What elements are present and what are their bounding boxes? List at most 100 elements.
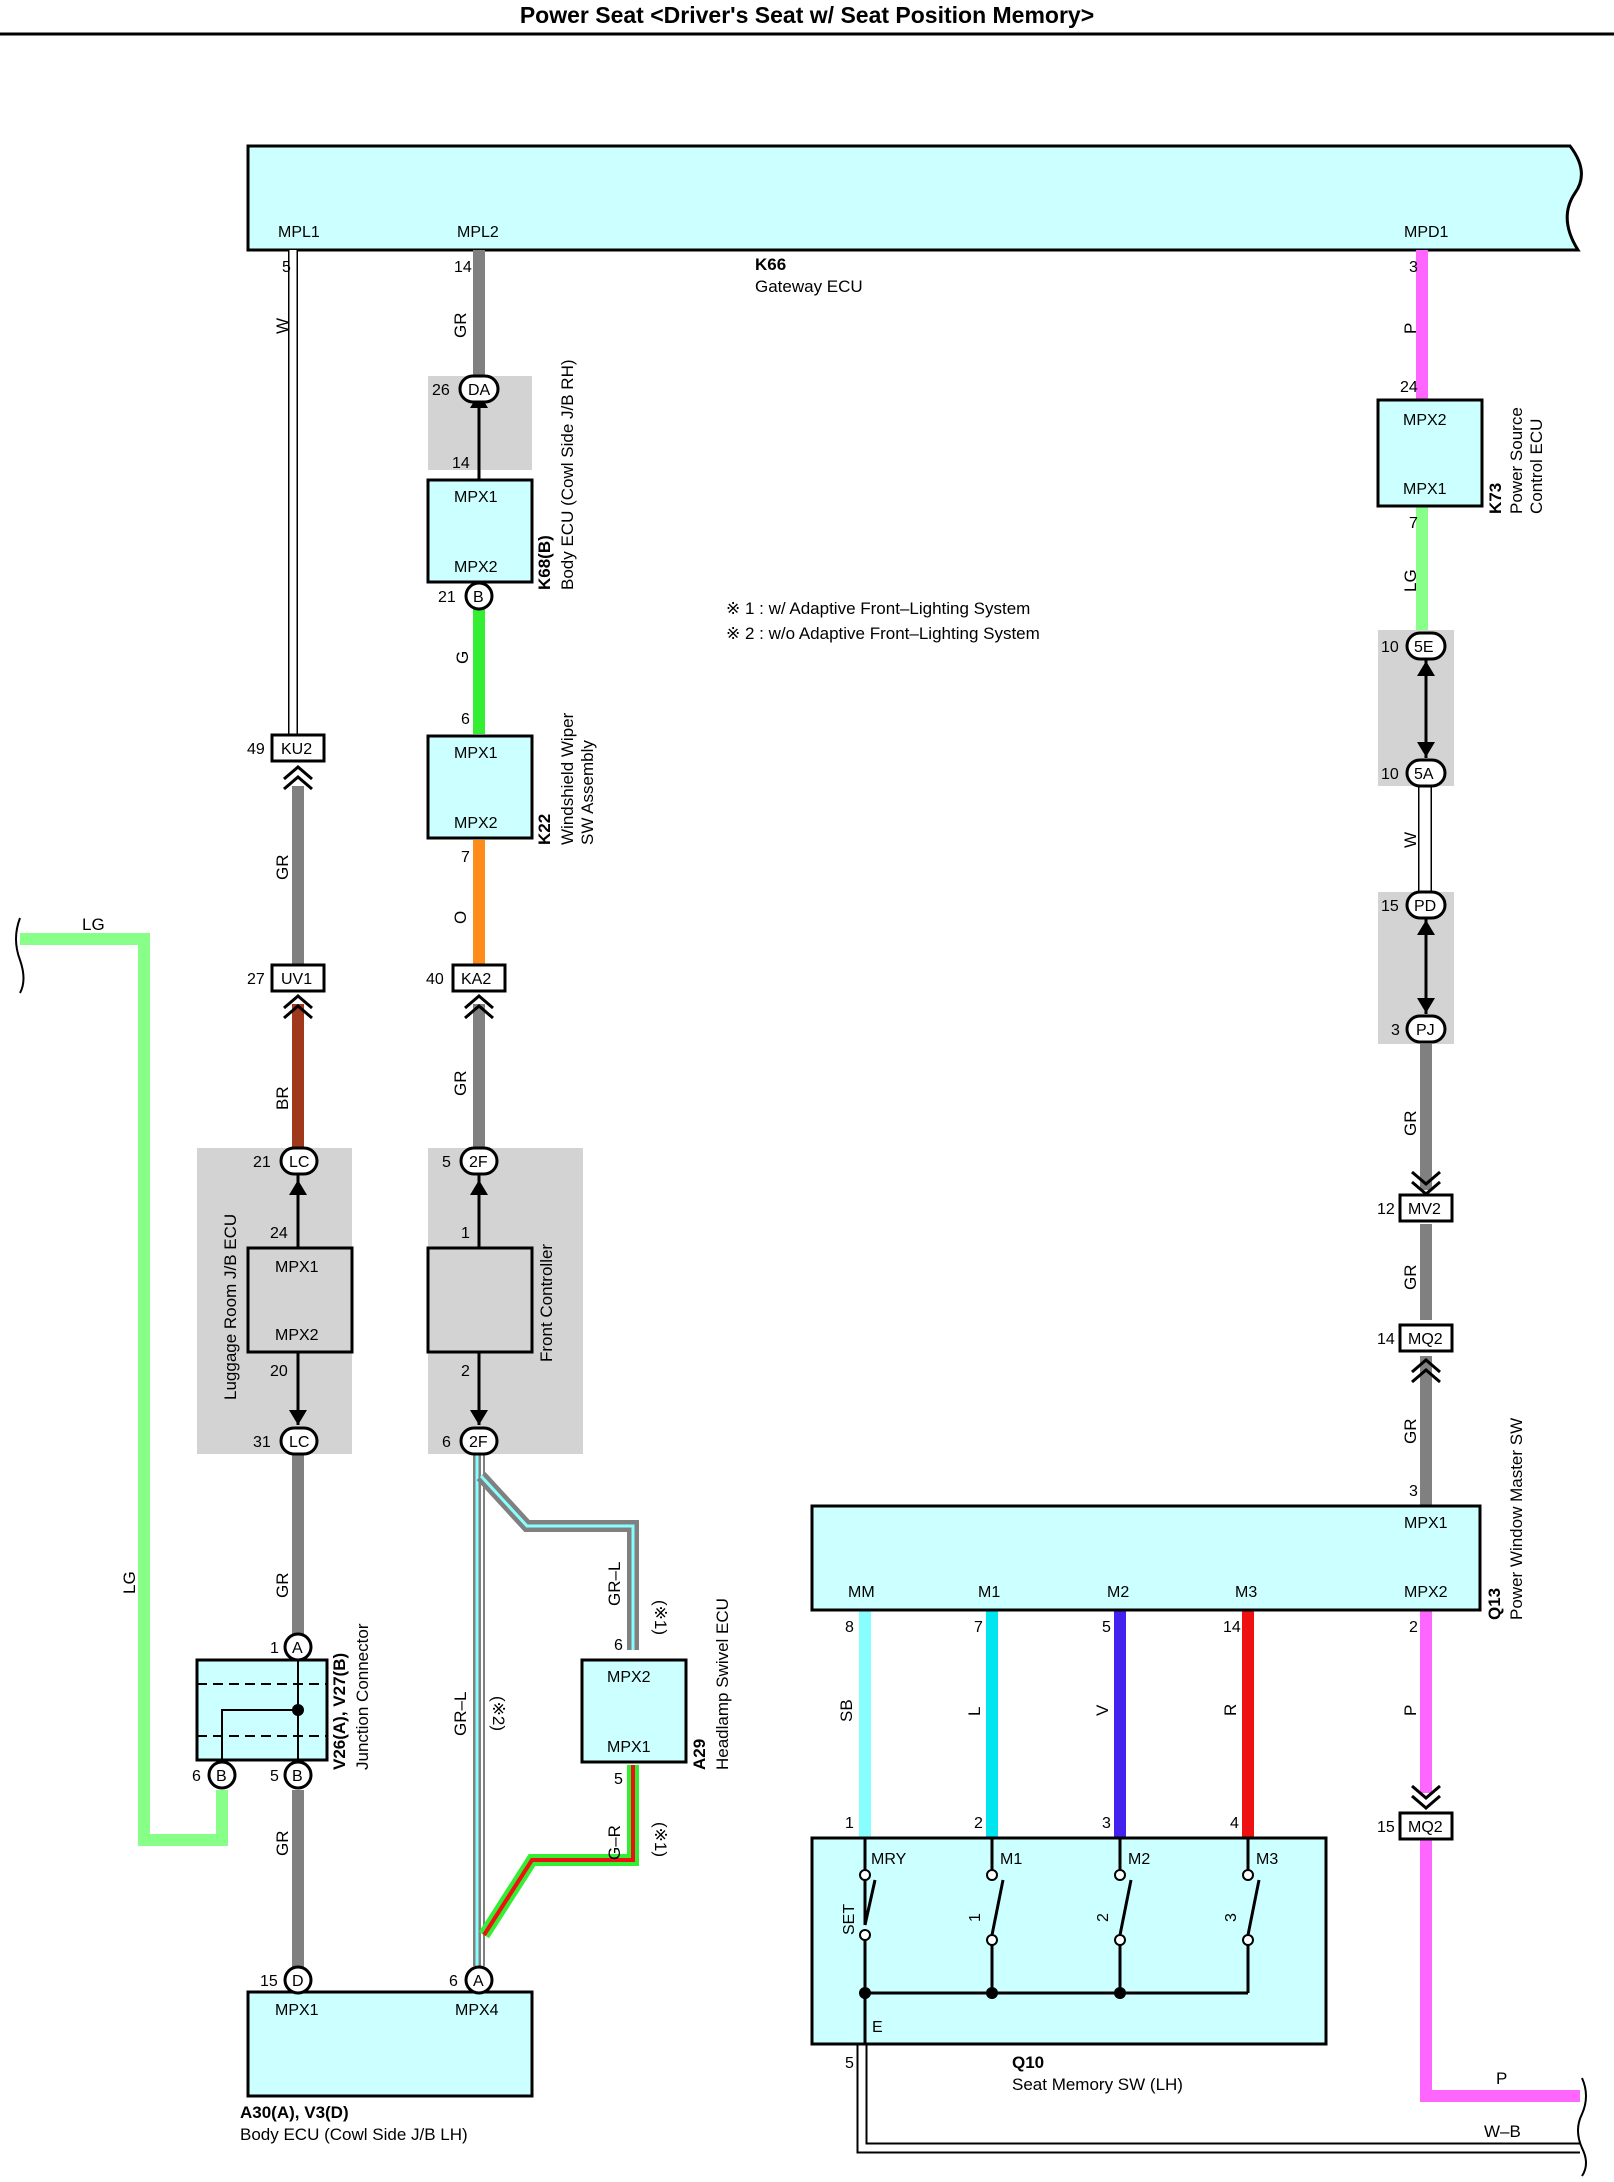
k22-pin-mpx2: MPX2 <box>454 815 498 832</box>
q10-switches <box>863 1838 1261 2044</box>
a30-body-ecu-lh-box <box>246 1990 534 2098</box>
k73-name-2: Control ECU <box>1527 419 1546 514</box>
conn-pd: PD <box>1414 898 1436 915</box>
q13-pin-mm: MM <box>848 1584 875 1601</box>
k66-pin-mpl1: MPL1 <box>278 224 320 241</box>
note-2: ※ 2 : w/o Adaptive Front–Lighting System <box>726 624 1040 643</box>
svg-text:6: 6 <box>461 711 470 728</box>
q13-pin-m2: M2 <box>1107 1584 1129 1601</box>
conn-b5-junction: B <box>292 1768 303 1785</box>
q10-pin-mry: MRY <box>871 1851 907 1868</box>
svg-text:GR–L: GR–L <box>451 1692 470 1736</box>
conn-mq2-14: MQ2 <box>1408 1331 1443 1348</box>
svg-text:R: R <box>1221 1704 1240 1716</box>
conn-ka2: KA2 <box>461 971 491 988</box>
svg-text:GR: GR <box>1401 1265 1420 1291</box>
k66-pin-mpd1: MPD1 <box>1404 224 1449 241</box>
a30-code: A30(A), V3(D) <box>240 2103 349 2122</box>
svg-text:15: 15 <box>1381 898 1399 915</box>
svg-text:W–B: W–B <box>1484 2122 1521 2141</box>
k66-pin-mpl2: MPL2 <box>457 224 499 241</box>
k73-pin-mpx1: MPX1 <box>1403 481 1447 498</box>
svg-text:2: 2 <box>1409 1619 1418 1636</box>
conn-uv1: UV1 <box>281 971 312 988</box>
page-title: Power Seat <Driver's Seat w/ Seat Positi… <box>519 2 1095 28</box>
conn-pj: PJ <box>1416 1022 1435 1039</box>
svg-text:V: V <box>1093 1704 1112 1716</box>
svg-text:3: 3 <box>1391 1022 1400 1039</box>
luggage-jb-ecu-box <box>246 1246 354 1354</box>
pin-numbers: 5 14 3 26 14 21 6 7 49 27 40 21 24 20 31… <box>192 259 1418 2072</box>
svg-text:3: 3 <box>1409 1483 1418 1500</box>
svg-text:LG: LG <box>120 1571 139 1594</box>
a29-name: Headlamp Swivel ECU <box>713 1598 732 1770</box>
q13-power-window-master-sw-box <box>810 1504 1482 1612</box>
q13-pin-mpx1: MPX1 <box>1404 1515 1448 1532</box>
k73-pin-mpx2: MPX2 <box>1403 412 1447 429</box>
junction-dot <box>292 1704 304 1716</box>
svg-text:2: 2 <box>974 1815 983 1832</box>
k68-name: Body ECU (Cowl Side J/B RH) <box>558 359 577 590</box>
conn-a-a30: A <box>473 1973 484 1990</box>
svg-text:BR: BR <box>273 1086 292 1110</box>
q10-pin-m2: M2 <box>1128 1851 1150 1868</box>
conn-5e: 5E <box>1414 639 1434 656</box>
svg-text:G: G <box>453 651 472 664</box>
svg-text:7: 7 <box>974 1619 983 1636</box>
a29-headlamp-swivel-box <box>580 1658 688 1764</box>
svg-text:6: 6 <box>449 1973 458 1990</box>
q10-seat-memory-sw-box <box>810 1836 1328 2046</box>
svg-text:4: 4 <box>1230 1815 1239 1832</box>
conn-a-junction: A <box>292 1640 303 1657</box>
junction-name: Junction Connector <box>353 1623 372 1770</box>
k73-power-source-ecu-box <box>1376 398 1484 508</box>
wire-grl-a29 <box>476 1471 639 1650</box>
k66-code: K66 <box>755 255 786 274</box>
svg-text:5: 5 <box>270 1768 279 1785</box>
a30-pin-mpx1: MPX1 <box>275 2002 319 2019</box>
conn-mv2: MV2 <box>1408 1201 1441 1218</box>
k22-code: K22 <box>535 814 554 845</box>
svg-text:L: L <box>965 1707 984 1716</box>
svg-text:6: 6 <box>614 1637 623 1654</box>
q10-label-2: 2 <box>1095 1913 1112 1922</box>
conn-2f-bottom: 2F <box>469 1434 488 1451</box>
svg-text:8: 8 <box>845 1619 854 1636</box>
svg-text:G–R: G–R <box>605 1825 624 1860</box>
wire-gr-a29 <box>478 1765 639 1939</box>
wire-break-left <box>15 917 25 994</box>
wire-labels: W GR P G GR O LG LG BR GR GR GR GR–L GR–… <box>82 313 1521 2142</box>
svg-text:(※2): (※2) <box>489 1696 508 1731</box>
conn-da: DA <box>468 382 491 399</box>
conn-d-a30: D <box>292 1973 304 1990</box>
svg-text:2: 2 <box>461 1363 470 1380</box>
wire-break-right <box>1577 2077 1587 2177</box>
a30-pin-mpx4: MPX4 <box>455 2002 499 2019</box>
svg-text:LG: LG <box>1401 569 1420 592</box>
svg-text:6: 6 <box>192 1768 201 1785</box>
wire-wb <box>856 2044 1580 2154</box>
svg-text:21: 21 <box>438 589 456 606</box>
k68-pin-mpx1: MPX1 <box>454 489 498 506</box>
q10-switch-contacts <box>859 1869 1254 1946</box>
luggage-pin-mpx1: MPX1 <box>275 1259 319 1276</box>
front-controller-name: Front Controller <box>537 1244 556 1362</box>
svg-text:7: 7 <box>1409 515 1418 532</box>
svg-text:21: 21 <box>253 1154 271 1171</box>
svg-text:W: W <box>273 318 292 334</box>
svg-text:P: P <box>1401 323 1420 334</box>
wire-p-right <box>1420 1830 1580 2102</box>
svg-text:3: 3 <box>1102 1815 1111 1832</box>
q10-pin-m1: M1 <box>1000 1851 1022 1868</box>
svg-text:40: 40 <box>426 971 444 988</box>
k68-code: K68(B) <box>535 535 554 590</box>
k22-name-2: SW Assembly <box>578 740 597 845</box>
q13-name: Power Window Master SW <box>1507 1418 1526 1620</box>
svg-text:15: 15 <box>260 1973 278 1990</box>
svg-text:GR: GR <box>1401 1419 1420 1445</box>
round-connectors <box>207 581 494 1995</box>
svg-text:31: 31 <box>253 1434 271 1451</box>
svg-text:O: O <box>451 911 470 924</box>
conn-b6-junction: B <box>216 1768 227 1785</box>
